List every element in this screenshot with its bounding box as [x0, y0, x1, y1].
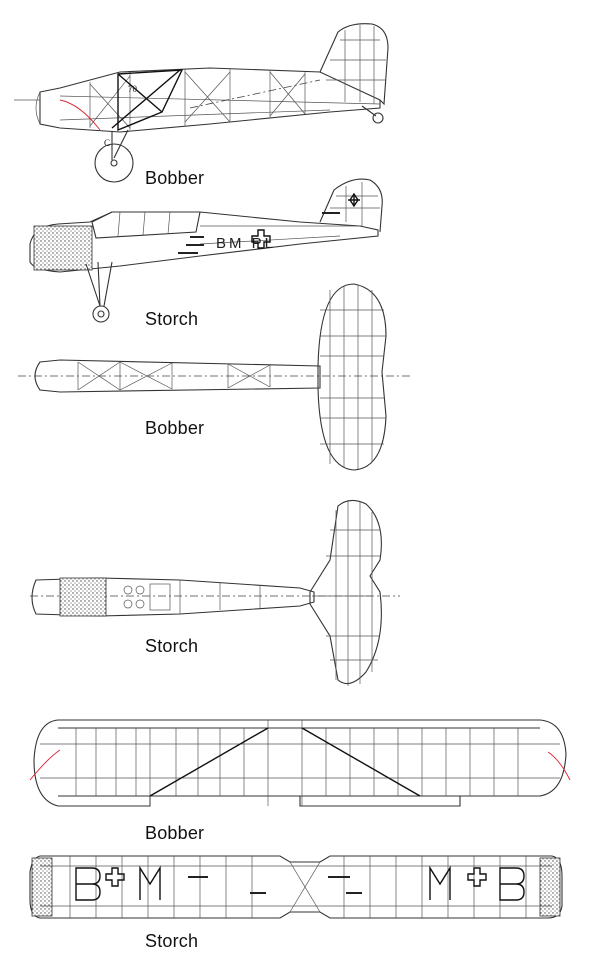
label-bobber-wing: Bobber [145, 823, 205, 843]
dimension-text: 70 [128, 84, 138, 94]
tail-wheel [372, 112, 384, 124]
label-bobber-side: Bobber [145, 168, 205, 188]
main-wheel [94, 143, 134, 183]
label-bobber-top: Bobber [145, 418, 205, 438]
label-storch-side: Storch [145, 309, 199, 329]
label-storch-wing: Storch [145, 931, 199, 951]
wing-marking-letters [75, 865, 525, 901]
point-text: C [104, 138, 110, 148]
registration-text: BM PL [216, 235, 276, 252]
storch-top-view [30, 499, 400, 686]
label-storch-top: Storch [145, 636, 199, 656]
bobber-top-view [18, 283, 410, 471]
bobber-wing-plan [29, 719, 571, 807]
storch-side-view: BM PL [29, 178, 383, 323]
bobber-side-view: 70 C [14, 23, 389, 183]
storch-wing-plan [29, 855, 563, 919]
